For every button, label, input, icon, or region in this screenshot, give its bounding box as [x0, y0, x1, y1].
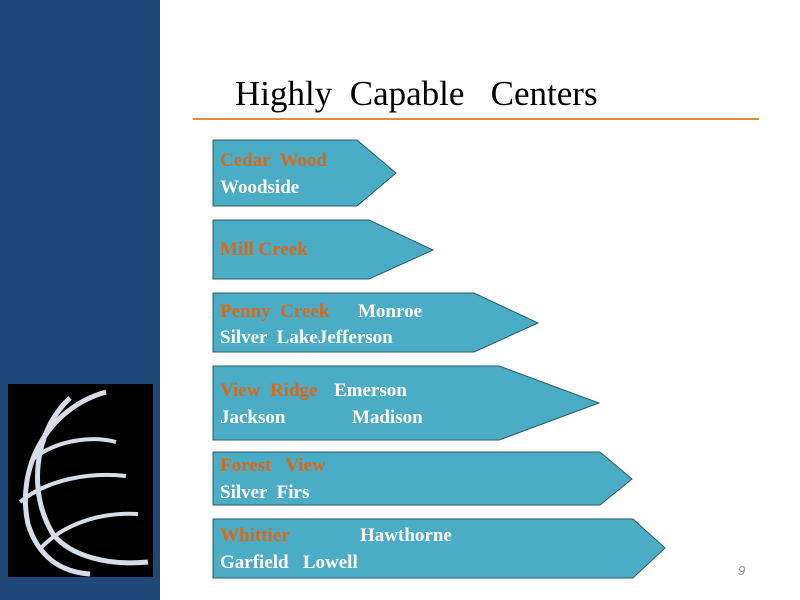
arrow-5-shape — [212, 451, 633, 506]
arrow-4-line1-orange: View Ridge — [220, 380, 318, 401]
globe-arcs-logo-icon — [8, 384, 153, 577]
arrow-6: Whittier Hawthorne Garfield Lowell — [212, 518, 667, 580]
arrow-6-shape — [212, 518, 666, 579]
arrow-3-line1-orange: Penny Creek — [220, 301, 330, 322]
arrow-3-line1-white: Monroe — [358, 301, 423, 322]
arrow-1-line1-orange: Cedar Wood — [220, 150, 327, 171]
arrow-5-line2: Silver Firs — [220, 482, 310, 503]
arrow-2-line1-orange: Mill Creek — [220, 239, 308, 260]
arrow-3: Penny Creek Monroe Silver LakeJefferson — [212, 292, 540, 354]
arrow-2: Mill Creek — [212, 219, 435, 281]
title-underline — [193, 118, 759, 120]
arrow-5: Forest View Silver Firs — [212, 451, 634, 507]
arrow-4-shape — [212, 365, 601, 441]
arrow-1-line2: Woodside — [220, 177, 300, 198]
arrow-3-line2: Silver LakeJefferson — [220, 327, 393, 348]
arrow-1-shape — [212, 139, 397, 207]
slide-title: Highly Capable Centers — [235, 74, 598, 113]
arrow-4-line2: Jackson Madison — [220, 407, 423, 428]
arrow-1: Cedar Wood Woodside — [212, 139, 398, 208]
arrow-6-line1-orange: Whittier — [220, 525, 290, 546]
arrow-6-line1-white: Hawthorne — [360, 525, 452, 546]
arrow-4: View Ridge Emerson Jackson Madison — [212, 365, 601, 442]
arrow-2-shape — [212, 219, 435, 280]
arrow-6-line2: Garfield Lowell — [220, 552, 358, 573]
arrow-4-line1-white: Emerson — [334, 380, 407, 401]
arrow-5-line1-orange: Forest View — [220, 455, 326, 476]
page-number: 9 — [738, 563, 746, 578]
arrow-3-shape — [212, 292, 540, 353]
